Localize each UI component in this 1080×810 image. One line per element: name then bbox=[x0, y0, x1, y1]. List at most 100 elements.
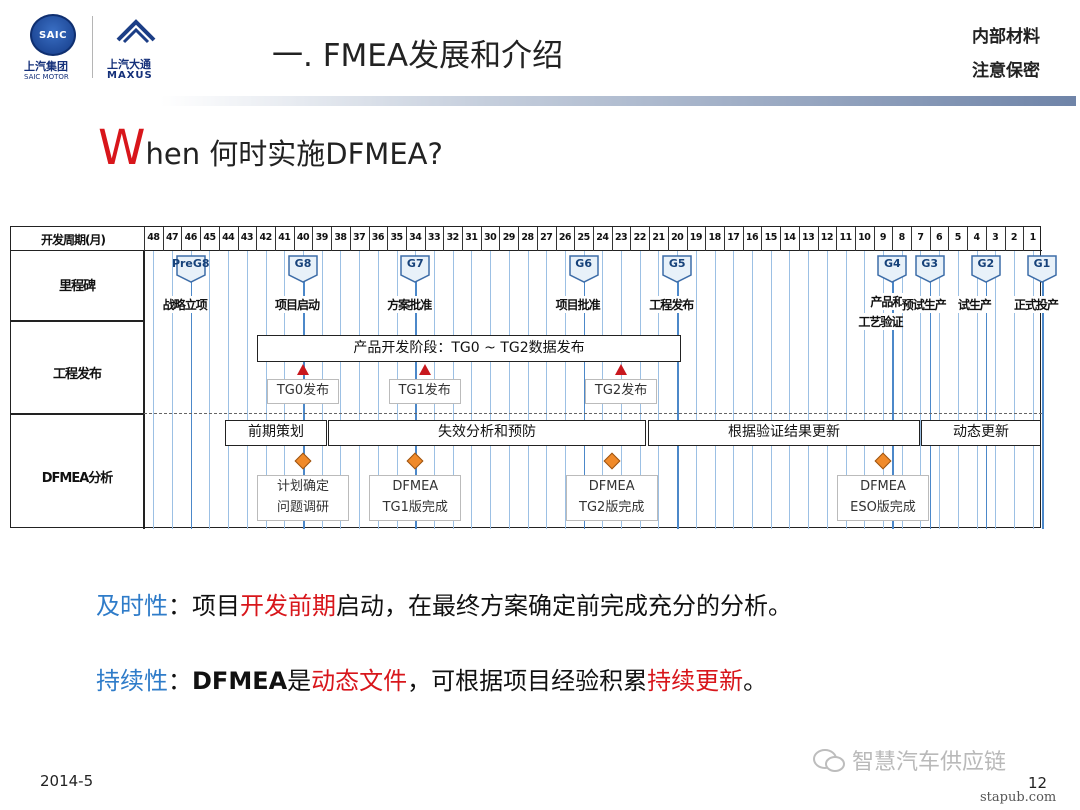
month-separator bbox=[723, 227, 725, 251]
month-gridline bbox=[564, 251, 566, 529]
gate-label: 方案批准 bbox=[387, 296, 432, 313]
month-separator bbox=[293, 227, 295, 251]
row-label-release: 工程发布 bbox=[52, 367, 102, 382]
month-separator bbox=[630, 227, 632, 251]
month-gridline bbox=[508, 251, 510, 529]
month-separator bbox=[948, 227, 950, 251]
highlight-text: 动态文件 bbox=[311, 667, 408, 695]
month-tick-label: 42 bbox=[259, 232, 272, 243]
month-tick-label: 14 bbox=[783, 232, 796, 243]
gate-code: G7 bbox=[406, 257, 424, 270]
month-tick-label: 32 bbox=[446, 232, 460, 243]
month-tick-label: 45 bbox=[203, 232, 216, 243]
month-tick-label: 47 bbox=[165, 232, 179, 243]
month-tick-label: 23 bbox=[614, 232, 628, 243]
gate-code: G4 bbox=[883, 257, 901, 270]
month-tick-label: 8 bbox=[898, 232, 906, 243]
month-tick-label: 26 bbox=[558, 232, 572, 243]
month-tick-label: 29 bbox=[502, 232, 516, 243]
month-separator bbox=[162, 227, 164, 251]
month-separator bbox=[742, 227, 744, 251]
month-gridline bbox=[490, 251, 492, 529]
gate-flag-icon bbox=[877, 255, 908, 283]
month-gridline bbox=[714, 251, 716, 529]
month-tick-label: 46 bbox=[184, 232, 198, 243]
month-tick-label: 41 bbox=[278, 232, 291, 243]
dfmea-diamond-icon bbox=[294, 452, 312, 470]
gate-line bbox=[190, 277, 193, 529]
month-tick-label: 40 bbox=[296, 232, 310, 243]
month-separator bbox=[237, 227, 239, 251]
month-gridline bbox=[377, 251, 379, 529]
month-tick-label: 12 bbox=[820, 232, 834, 243]
month-gridline bbox=[359, 251, 361, 529]
footer-date: 2014-5 bbox=[40, 772, 94, 790]
month-gridline bbox=[976, 251, 978, 529]
month-gridline bbox=[695, 251, 697, 529]
dfmea-diamond-icon bbox=[406, 452, 424, 470]
bullet-continuity: 持续性：DFMEA是动态文件，可根据项目经验积累持续更新。 bbox=[96, 667, 768, 695]
month-gridline bbox=[808, 251, 810, 529]
month-gridline bbox=[845, 251, 847, 529]
month-gridline bbox=[1013, 251, 1015, 529]
month-separator bbox=[705, 227, 707, 251]
dfmea-milestone-line1: DFMEA bbox=[588, 479, 635, 494]
gate-flag-icon bbox=[400, 255, 431, 283]
month-tick-label: 34 bbox=[409, 232, 422, 243]
release-label: TG0发布 bbox=[267, 379, 340, 404]
month-separator bbox=[144, 227, 145, 251]
month-gridline bbox=[957, 251, 959, 529]
month-gridline bbox=[882, 251, 884, 529]
month-tick-label: 16 bbox=[745, 232, 759, 243]
month-separator bbox=[873, 227, 875, 251]
dfmea-milestone-line2: TG2版完成 bbox=[579, 500, 645, 515]
month-separator bbox=[555, 227, 557, 251]
bullet-timeliness: 及时性：项目开发前期启动，在最终方案确定前完成充分的分析。 bbox=[96, 592, 792, 620]
dfmea-phase-planning: 前期策划 bbox=[225, 420, 327, 446]
logo-divider bbox=[92, 16, 93, 78]
gate-flag-icon bbox=[568, 255, 599, 283]
row-dashed-divider bbox=[144, 413, 1042, 414]
month-tick-label: 44 bbox=[222, 232, 235, 243]
month-separator bbox=[480, 227, 482, 251]
release-label: TG1发布 bbox=[388, 379, 461, 404]
month-gridline bbox=[546, 251, 548, 529]
confidential-line-2: 注意保密 bbox=[972, 61, 1040, 81]
month-separator bbox=[536, 227, 538, 251]
month-separator bbox=[181, 227, 183, 251]
gate-label: 正式投产 bbox=[1014, 296, 1059, 313]
month-separator bbox=[686, 227, 688, 251]
gate-code: G8 bbox=[294, 257, 312, 270]
month-separator bbox=[1004, 227, 1006, 251]
month-separator bbox=[593, 227, 594, 251]
month-separator bbox=[312, 227, 314, 251]
saic-logo-cn: 上汽集团 bbox=[24, 60, 68, 73]
month-gridline bbox=[172, 251, 174, 529]
month-separator bbox=[836, 227, 838, 251]
month-tick-label: 20 bbox=[671, 232, 684, 243]
month-separator bbox=[817, 227, 819, 251]
page-number: 12 bbox=[1028, 774, 1048, 792]
period-label: 开发周期(月) bbox=[41, 233, 106, 247]
gate-line bbox=[583, 277, 586, 529]
month-tick-label: 7 bbox=[917, 232, 924, 243]
month-tick-label: 17 bbox=[727, 232, 740, 243]
gate-code: G3 bbox=[921, 257, 939, 270]
gate-line bbox=[892, 277, 894, 529]
month-tick-label: 25 bbox=[577, 232, 591, 243]
dfmea-milestone-line2: TG1版完成 bbox=[382, 500, 448, 515]
month-gridline bbox=[1032, 251, 1034, 529]
month-tick-label: 31 bbox=[465, 232, 478, 243]
gate-flag-icon bbox=[971, 255, 1001, 283]
month-tick-label: 1 bbox=[1029, 232, 1037, 243]
gate-code: G2 bbox=[977, 257, 995, 270]
gate-flag-icon bbox=[662, 255, 692, 283]
month-gridline bbox=[864, 251, 866, 529]
month-separator bbox=[200, 227, 202, 251]
when-heading: When 何时实施DFMEA? bbox=[98, 120, 443, 176]
confidential-line-1: 内部材料 bbox=[972, 27, 1040, 47]
month-tick-label: 33 bbox=[427, 232, 441, 243]
month-tick-label: 19 bbox=[689, 232, 703, 243]
